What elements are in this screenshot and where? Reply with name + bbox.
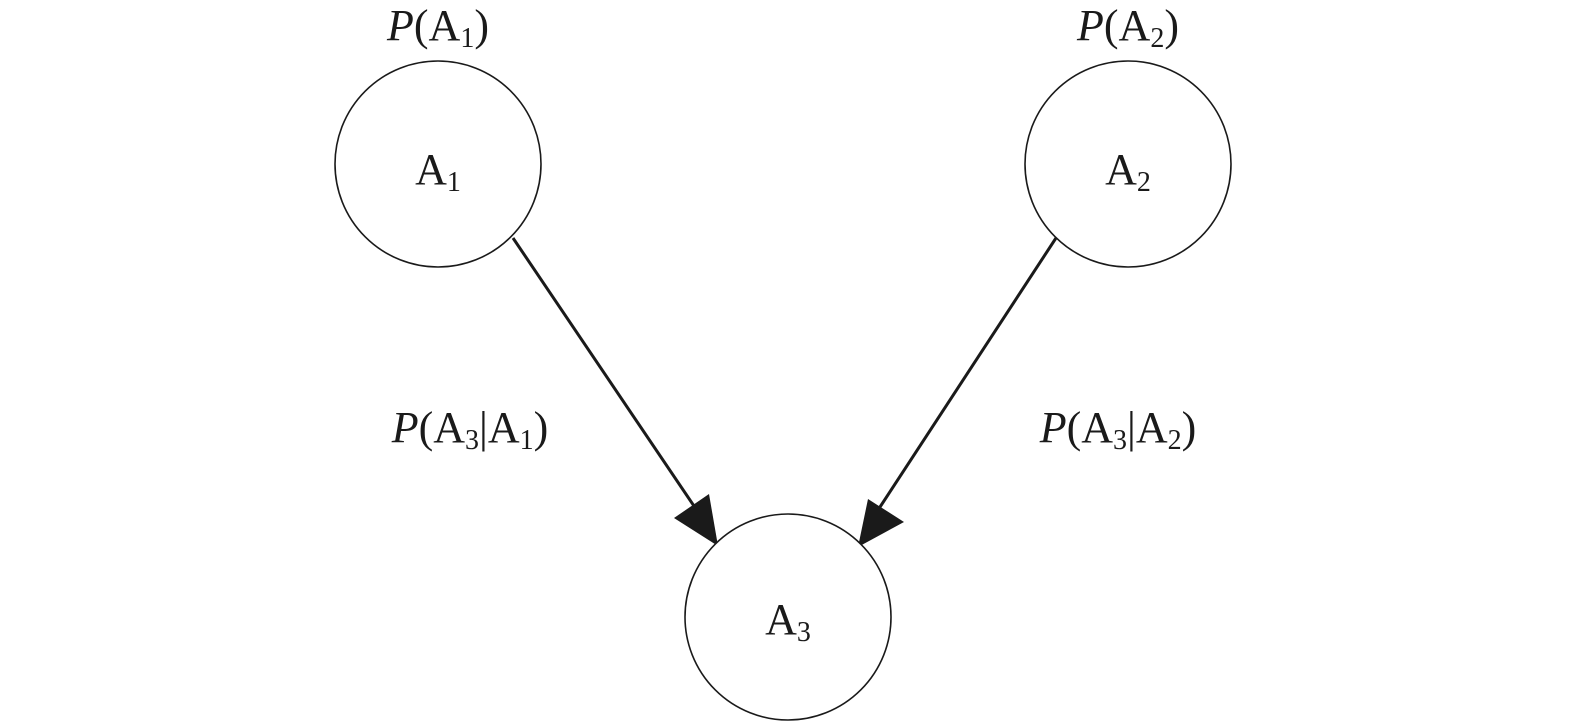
node-a1-label: A1: [415, 145, 461, 198]
prior-a2-label: P(A2): [1076, 1, 1179, 54]
node-a2: A2: [1024, 60, 1232, 268]
node-a3: A3: [684, 513, 892, 721]
prior-a1-label: P(A1): [386, 1, 489, 54]
edge-a2-to-a3: [858, 237, 1058, 547]
conditional-a3-given-a1-label: P(A3|A1): [391, 403, 549, 456]
node-a1: A1: [334, 60, 542, 268]
arrowhead-a3-right: [858, 499, 904, 547]
edge-a1-to-a3: [511, 237, 718, 546]
node-a2-label: A2: [1105, 145, 1151, 198]
arrowhead-a3-left: [674, 494, 718, 546]
conditional-a3-given-a2-label: P(A3|A2): [1039, 403, 1197, 456]
node-a3-label: A3: [765, 595, 811, 648]
